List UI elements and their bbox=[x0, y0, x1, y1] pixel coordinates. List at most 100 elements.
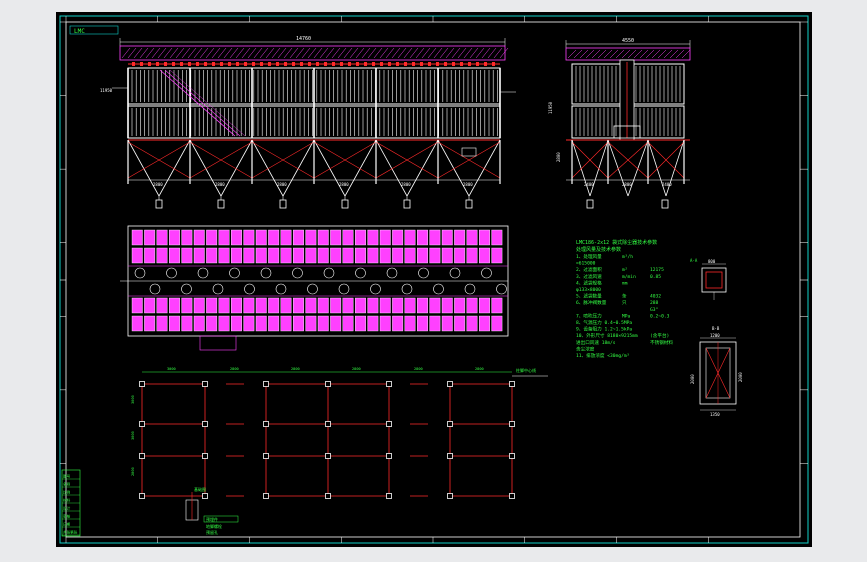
sheet-background bbox=[56, 12, 812, 547]
foundation-pier bbox=[325, 381, 331, 387]
spec-row-value: (含平台) bbox=[650, 332, 669, 339]
spec-row-unit: MPa bbox=[622, 313, 631, 319]
hopper-edge bbox=[313, 139, 346, 197]
valve-circle bbox=[323, 267, 335, 279]
roof-hatch-line bbox=[463, 47, 473, 59]
valve-circle bbox=[401, 283, 413, 295]
foundation-pier bbox=[263, 381, 269, 387]
foundation-pier bbox=[386, 493, 392, 499]
valve-circle bbox=[149, 283, 161, 295]
pulse-valve bbox=[252, 62, 255, 66]
filter-cell bbox=[342, 297, 354, 314]
filter-cell bbox=[131, 247, 143, 264]
side-x-brace bbox=[607, 141, 649, 179]
roof-hatch-line bbox=[391, 47, 401, 59]
spec-row-label: 10、外形尺寸 8180×9215mm bbox=[576, 332, 638, 339]
foundation-pier bbox=[386, 381, 392, 387]
roof-hatch-line bbox=[481, 47, 491, 59]
valve-circle bbox=[244, 283, 255, 295]
foundation-row-dim-label: 3000 bbox=[131, 431, 135, 440]
pulse-valve bbox=[156, 62, 159, 66]
filter-cell bbox=[491, 229, 503, 246]
plan-view bbox=[120, 225, 509, 351]
bay-dim-label: 2800 bbox=[215, 182, 225, 187]
spec-row-value: 不锈钢材料 bbox=[650, 339, 673, 346]
filter-cell bbox=[404, 247, 416, 264]
filter-cell bbox=[230, 229, 242, 246]
spec-row-label: 2、过滤面积 bbox=[576, 266, 602, 273]
filter-cell bbox=[392, 315, 404, 332]
spec-row-label: 8、气源压力 0.4~0.5MPa bbox=[576, 319, 632, 326]
plan-platform-extension bbox=[199, 335, 237, 351]
detail-b-dim-bottom: 1350 bbox=[710, 412, 720, 417]
side-roof-hatch-line bbox=[621, 49, 631, 59]
spec-row-label: 9、设备阻力 1.2~1.5kPa bbox=[576, 326, 632, 333]
spec-subtitle: 处理风量及技术参数 bbox=[576, 246, 621, 253]
filter-cell bbox=[218, 315, 230, 332]
spec-row-label: φ133×8000 bbox=[576, 287, 601, 293]
pulse-valve bbox=[260, 62, 263, 66]
filter-cell bbox=[181, 297, 193, 314]
side-roof-hatch-line bbox=[597, 49, 607, 59]
filter-cell bbox=[454, 229, 466, 246]
plan-filter-grid-bottom bbox=[131, 297, 503, 332]
pulse-valve bbox=[212, 62, 215, 66]
valve-circle bbox=[338, 283, 350, 295]
roof-hatch-line bbox=[355, 47, 365, 59]
filter-cell bbox=[230, 297, 242, 314]
foundation-pier bbox=[447, 421, 453, 427]
pulse-valve bbox=[420, 62, 423, 66]
filter-cell bbox=[479, 229, 490, 246]
filter-cell bbox=[379, 315, 391, 332]
side-height-dim: 11950 bbox=[548, 101, 553, 114]
roof-hatch-line bbox=[121, 47, 131, 59]
x-brace bbox=[437, 141, 501, 179]
filter-cell bbox=[342, 247, 354, 264]
spec-row-value: 12175 bbox=[650, 267, 664, 273]
foundation-pier bbox=[325, 421, 331, 427]
filter-cell bbox=[255, 247, 267, 264]
pulse-valve bbox=[492, 62, 495, 66]
roof-hatch-line bbox=[193, 47, 203, 59]
filter-cell bbox=[293, 229, 304, 246]
hopper-edge bbox=[406, 139, 439, 197]
spec-row-label: 1、处理风量 bbox=[576, 253, 602, 260]
filter-cell bbox=[131, 315, 143, 332]
roof-hatch-line bbox=[427, 47, 437, 59]
title-block-cell: 图号 bbox=[63, 474, 71, 479]
pulse-valve bbox=[180, 62, 183, 66]
side-roof-hatch-line bbox=[579, 49, 589, 59]
roof-hatch-line bbox=[331, 47, 341, 59]
filter-cell bbox=[181, 315, 193, 332]
filter-cell bbox=[379, 297, 391, 314]
filter-cell bbox=[230, 247, 242, 264]
foundation-pier bbox=[386, 421, 392, 427]
roof-hatch-line bbox=[151, 47, 161, 59]
side-roof-hatch-line bbox=[633, 49, 643, 59]
pulse-valve bbox=[460, 62, 463, 66]
foundation-pier bbox=[325, 493, 331, 499]
foundation-pier bbox=[386, 453, 392, 459]
filter-cell bbox=[218, 229, 230, 246]
filter-cell bbox=[479, 315, 490, 332]
side-roof-hatch-line bbox=[681, 49, 691, 59]
foundation-pier bbox=[202, 453, 208, 459]
pulse-valve bbox=[412, 62, 415, 66]
roof-hatch-line bbox=[265, 47, 275, 59]
filter-cell bbox=[156, 229, 168, 246]
filter-cell bbox=[367, 229, 379, 246]
filter-cell bbox=[355, 297, 366, 314]
pulse-valve bbox=[364, 62, 367, 66]
spec-row-label: 11、排放浓度 <30mg/m³ bbox=[576, 352, 630, 359]
pulse-valve bbox=[164, 62, 167, 66]
bay-dim-label: 2800 bbox=[277, 182, 287, 187]
plan-filter-grid-top bbox=[131, 229, 503, 264]
filter-cell bbox=[417, 229, 428, 246]
detail-section-b: B-B 1200 2000 2000 1350 bbox=[690, 326, 743, 417]
roof-hatch-line bbox=[379, 47, 389, 59]
roof-hatch-line bbox=[415, 47, 425, 59]
